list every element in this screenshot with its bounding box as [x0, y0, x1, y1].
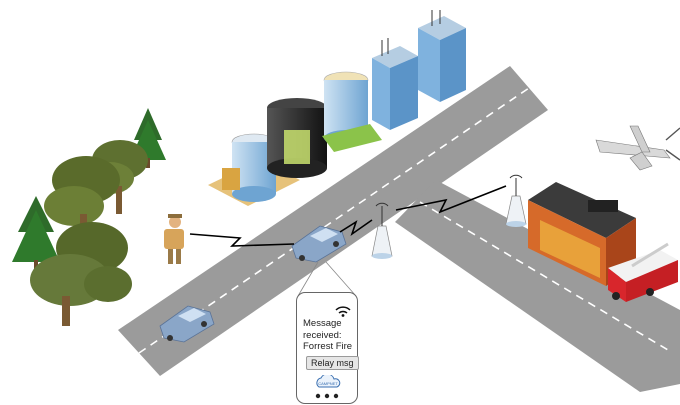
cell-tower-icon: [505, 174, 527, 227]
wifi-icon: [335, 306, 351, 317]
pine-tree-icon: [12, 196, 60, 272]
lightning-link-icon: [189, 233, 295, 247]
smartphone-icon: Message received: Forrest Fire Relay msg…: [296, 292, 359, 404]
city-buildings: [208, 10, 466, 206]
lightning-link-icon: [339, 219, 373, 237]
oak-tree-icon: [30, 222, 132, 326]
received-message: Message received: Forrest Fire: [303, 318, 353, 353]
message-line-2: received:: [303, 329, 342, 341]
office-building-icon: [418, 10, 466, 102]
car-icon: [291, 225, 347, 263]
phone-screen: Message received: Forrest Fire Relay msg…: [301, 306, 359, 388]
oak-tree-icon: [44, 156, 120, 244]
lightning-link-icon: [395, 185, 507, 214]
fire-station-icon: [528, 182, 636, 286]
fire-truck-icon: [608, 242, 678, 302]
main-road-marking: [138, 87, 530, 354]
callout-line: [297, 261, 319, 297]
hiker-icon: [164, 214, 184, 264]
office-building-icon: [372, 38, 418, 130]
cloud-logo-icon: CAMPNET: [313, 373, 343, 394]
office-building-icon: [267, 98, 327, 178]
phone-nav-dots: [315, 393, 339, 399]
road-network: [118, 66, 680, 392]
main-road: [118, 66, 548, 376]
logo-text: CAMPNET: [318, 381, 338, 386]
relay-message-button[interactable]: Relay msg: [306, 356, 359, 370]
cross-road-marking: [419, 201, 669, 351]
car-icon: [159, 305, 215, 343]
office-building-icon: [322, 71, 382, 152]
message-line-3: Forrest Fire: [303, 341, 353, 352]
callout-line: [325, 261, 357, 297]
drone-icon: [595, 125, 680, 171]
cross-road: [395, 180, 680, 392]
forest: [12, 108, 166, 326]
message-line-1: Message: [303, 318, 342, 329]
cell-tower-icon: [371, 202, 393, 259]
